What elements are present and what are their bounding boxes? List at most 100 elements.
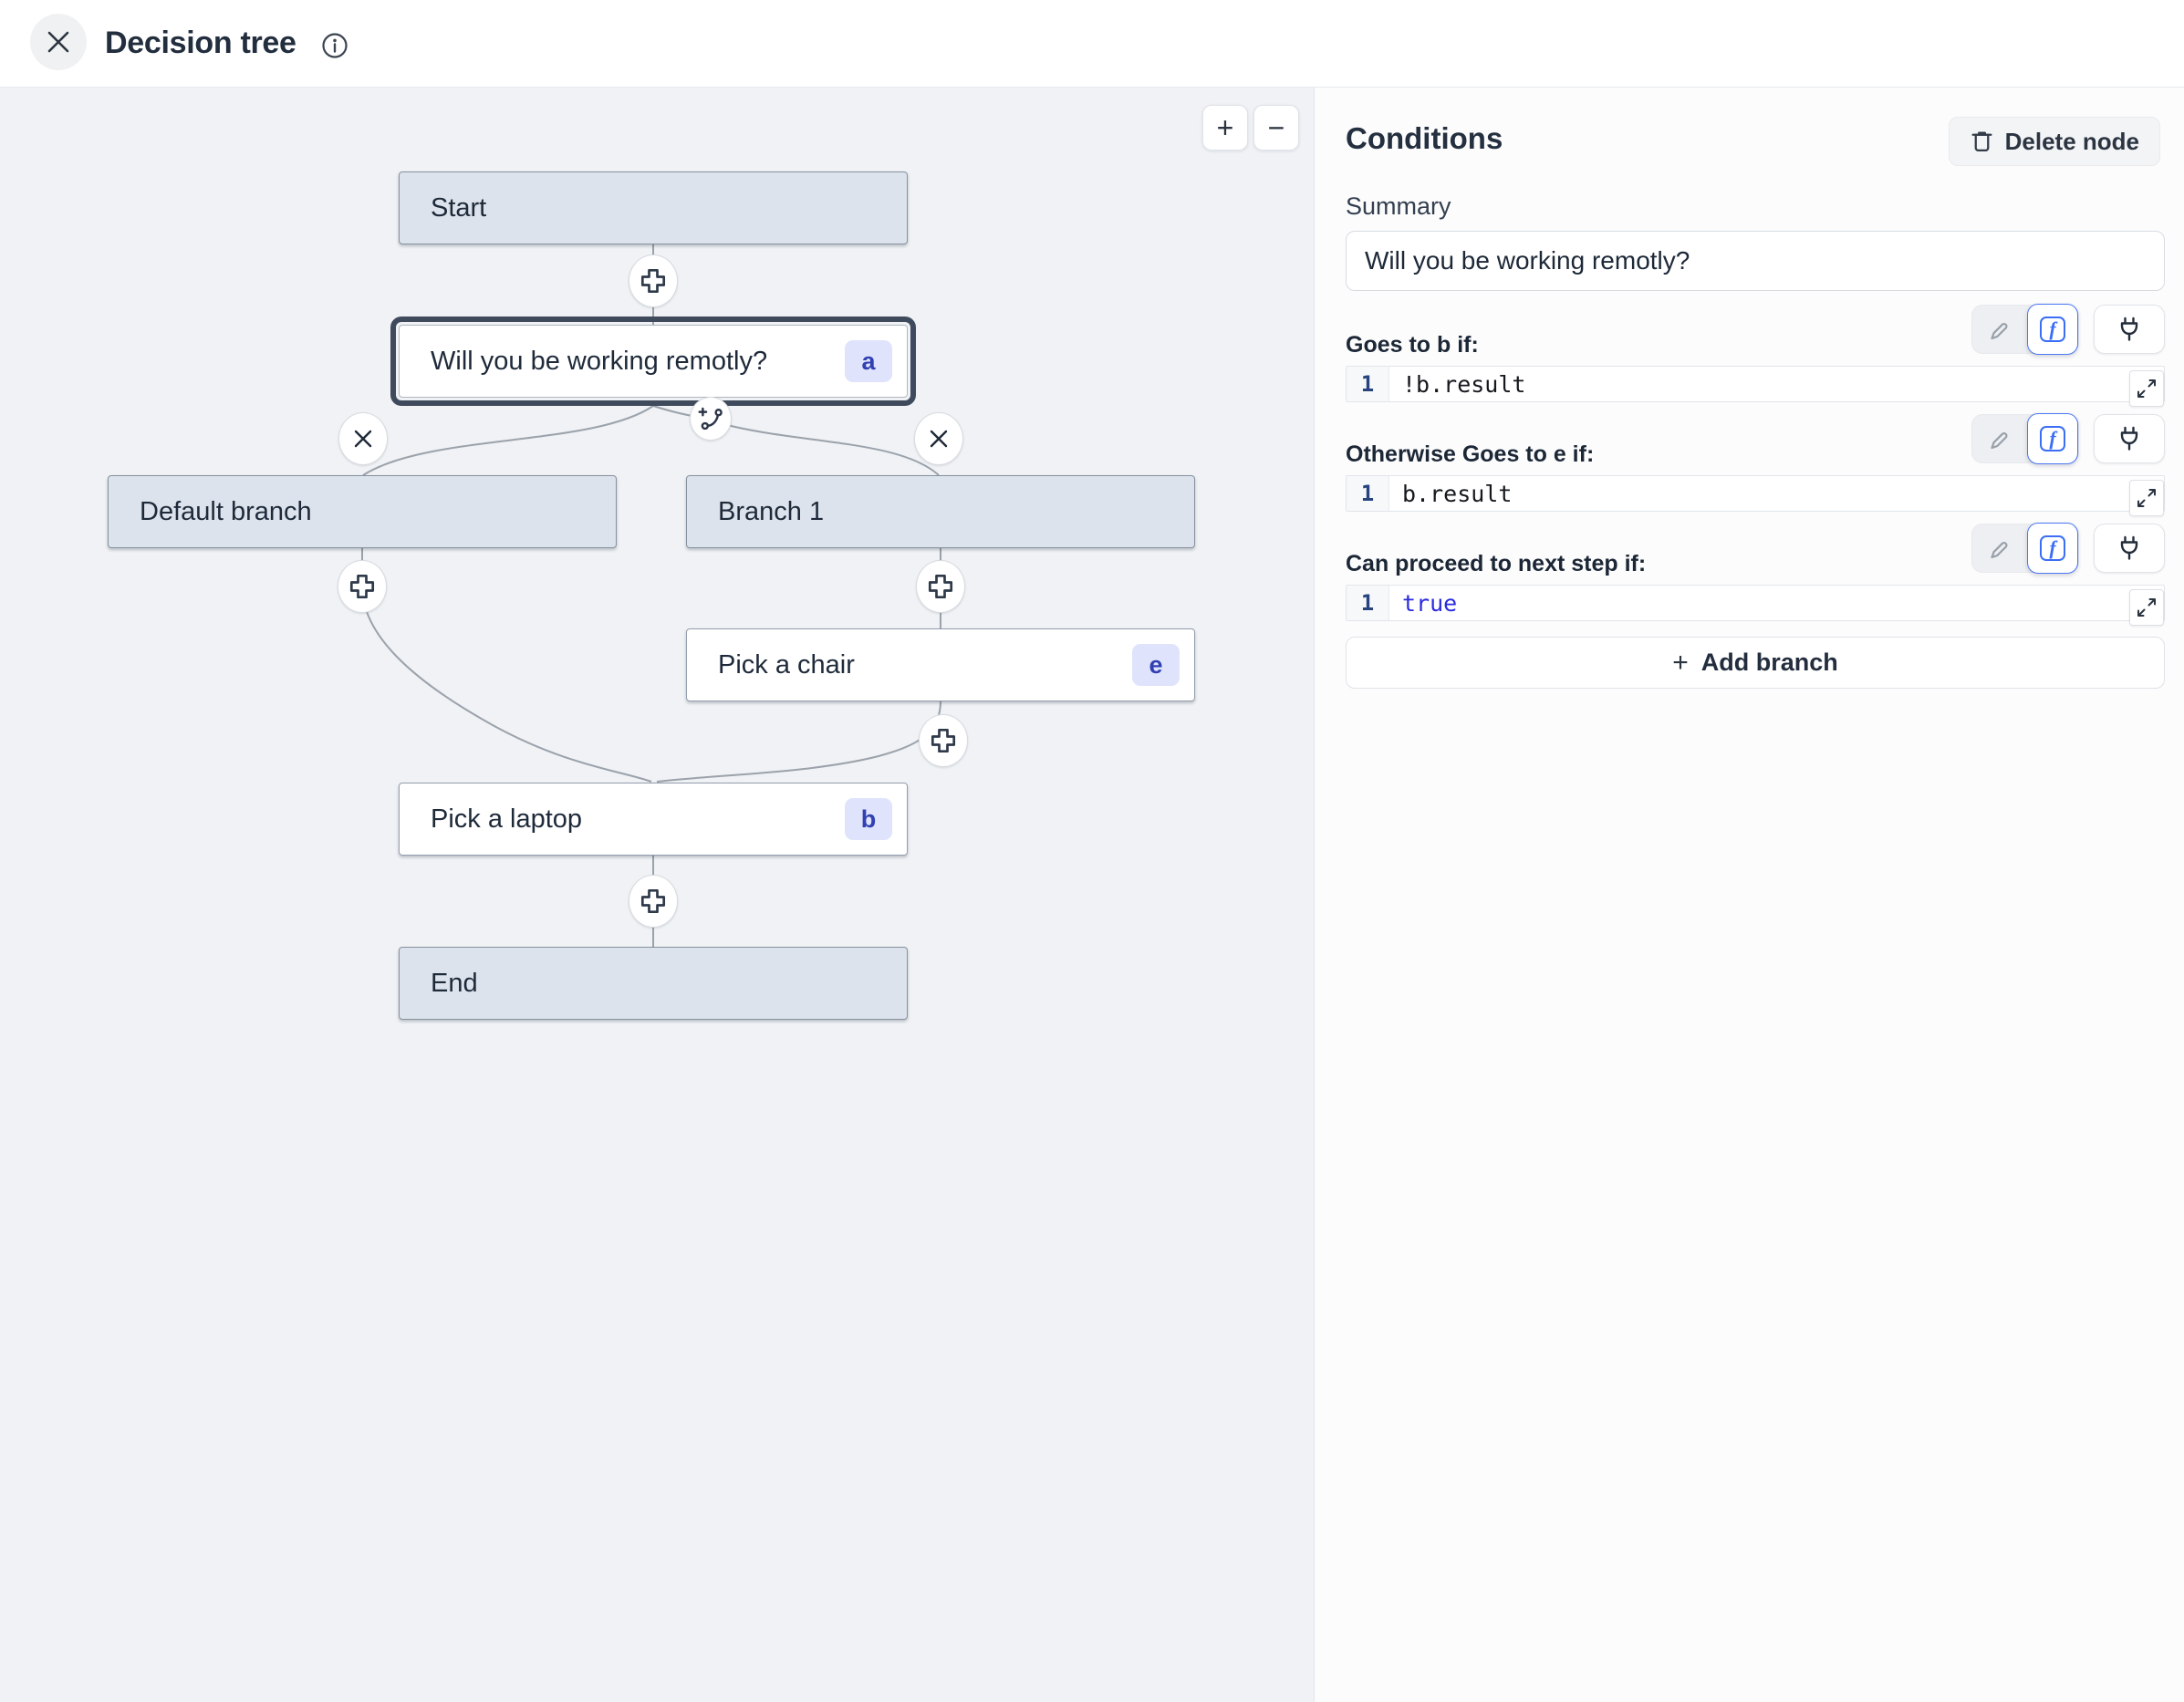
add-branch-label: Add branch [1701,649,1838,677]
edge-question-default [363,406,653,475]
pencil-icon [1987,425,2014,452]
edge-chair-laptop [657,701,941,782]
delete-node-button[interactable]: Delete node [1949,117,2160,166]
node-question-selected[interactable]: Will you be working remotly? a [390,317,916,406]
code-text: true [1389,586,2164,620]
zoom-out-button[interactable]: − [1253,105,1299,150]
branch-split-icon [696,404,725,433]
node-label: Pick a laptop [431,804,845,835]
text-mode-button[interactable] [1974,307,2027,351]
node-badge: e [1132,644,1180,686]
remove-branch-button[interactable] [338,412,388,465]
node-badge: b [845,798,892,840]
flow-canvas[interactable]: + − Start Will you be working remotly? a… [0,87,1314,1702]
code-editor-otherwise-goes-to-e[interactable]: 1 b.result [1346,475,2165,512]
expand-editor-button[interactable] [2129,480,2164,516]
code-editor-can-proceed[interactable]: 1 true [1346,585,2165,621]
plug-icon [2116,534,2143,562]
header: Decision tree [0,0,2184,88]
add-node-button[interactable] [338,560,387,613]
fx-mode-button[interactable]: f [2027,304,2078,355]
plus-connector-icon [346,570,379,603]
section-label: Goes to b if: [1346,332,1479,358]
trash-icon [1970,130,1994,154]
condition-section-otherwise-goes-to-e: Otherwise Goes to e if: f [1346,418,2165,514]
plug-icon [2116,425,2143,452]
add-node-button[interactable] [919,714,968,767]
summary-label: Summary [1346,192,1451,221]
expand-editor-button[interactable] [2129,370,2164,407]
fx-mode-button[interactable]: f [2027,523,2078,574]
pencil-icon [1987,534,2014,562]
editor-mode-controls: f [1971,414,2165,463]
plus-connector-icon [637,885,670,918]
panel-title: Conditions [1346,121,1503,156]
node-label: Pick a chair [718,650,1132,680]
pencil-icon [1987,316,2014,343]
node-pick-a-chair[interactable]: Pick a chair e [686,628,1195,701]
condition-section-can-proceed: Can proceed to next step if: f [1346,527,2165,624]
info-icon[interactable] [321,32,348,59]
expand-icon [2136,597,2158,618]
code-text: b.result [1389,476,2164,511]
plus-connector-icon [637,265,670,297]
node-branch-1[interactable]: Branch 1 [686,475,1195,548]
x-icon [350,426,376,451]
expand-editor-button[interactable] [2129,589,2164,626]
node-label: Start [431,193,892,223]
add-branch-connector-button[interactable] [690,397,732,441]
text-mode-button[interactable] [1974,417,2027,461]
connect-source-button[interactable] [2094,524,2165,573]
fx-mode-button[interactable]: f [2027,413,2078,464]
edge-split-branch1 [717,422,939,475]
plus-connector-icon [924,570,957,603]
node-default-branch[interactable]: Default branch [108,475,617,548]
node-end[interactable]: End [399,947,908,1020]
section-label: Can proceed to next step if: [1346,551,1646,577]
node-label: End [431,969,892,999]
delete-node-label: Delete node [2005,128,2139,156]
add-node-button[interactable] [916,560,965,613]
plus-connector-icon [927,724,960,757]
line-number: 1 [1347,367,1389,401]
editor-mode-controls: f [1971,305,2165,354]
add-node-button[interactable] [629,875,678,928]
line-number: 1 [1347,476,1389,511]
add-branch-button[interactable]: + Add branch [1346,637,2165,689]
code-editor-goes-to-b[interactable]: 1 !b.result [1346,366,2165,402]
node-label: Default branch [140,497,601,527]
text-mode-button[interactable] [1974,526,2027,570]
fx-icon: f [2040,426,2065,451]
remove-branch-button[interactable] [914,412,963,465]
section-label: Otherwise Goes to e if: [1346,441,1594,468]
condition-section-goes-to-b: Goes to b if: f [1346,308,2165,405]
expand-icon [2136,378,2158,400]
connect-source-button[interactable] [2094,414,2165,463]
fx-icon: f [2040,535,2065,561]
edge-default-laptop [362,548,651,782]
editor-mode-controls: f [1971,524,2165,573]
summary-input[interactable]: Will you be working remotly? [1346,231,2165,291]
mode-segmented-control: f [1971,524,2079,573]
mode-segmented-control: f [1971,414,2079,463]
close-icon [45,28,72,56]
plus-icon: + [1217,113,1234,142]
mode-segmented-control: f [1971,305,2079,354]
node-start[interactable]: Start [399,171,908,244]
node-label: Will you be working remotly? [431,347,845,377]
code-text: !b.result [1389,367,2164,401]
minus-icon: − [1268,113,1285,142]
node-question[interactable]: Will you be working remotly? a [399,325,908,398]
connect-source-button[interactable] [2094,305,2165,354]
line-number: 1 [1347,586,1389,620]
add-node-button[interactable] [629,254,678,307]
page-title: Decision tree [105,0,296,87]
zoom-in-button[interactable]: + [1202,105,1248,150]
conditions-panel: Conditions Delete node Summary Will you … [1314,87,2184,1702]
node-pick-a-laptop[interactable]: Pick a laptop b [399,783,908,856]
node-badge: a [845,340,892,382]
x-icon [926,426,952,451]
close-button[interactable] [30,14,87,70]
add-icon: + [1672,649,1689,677]
